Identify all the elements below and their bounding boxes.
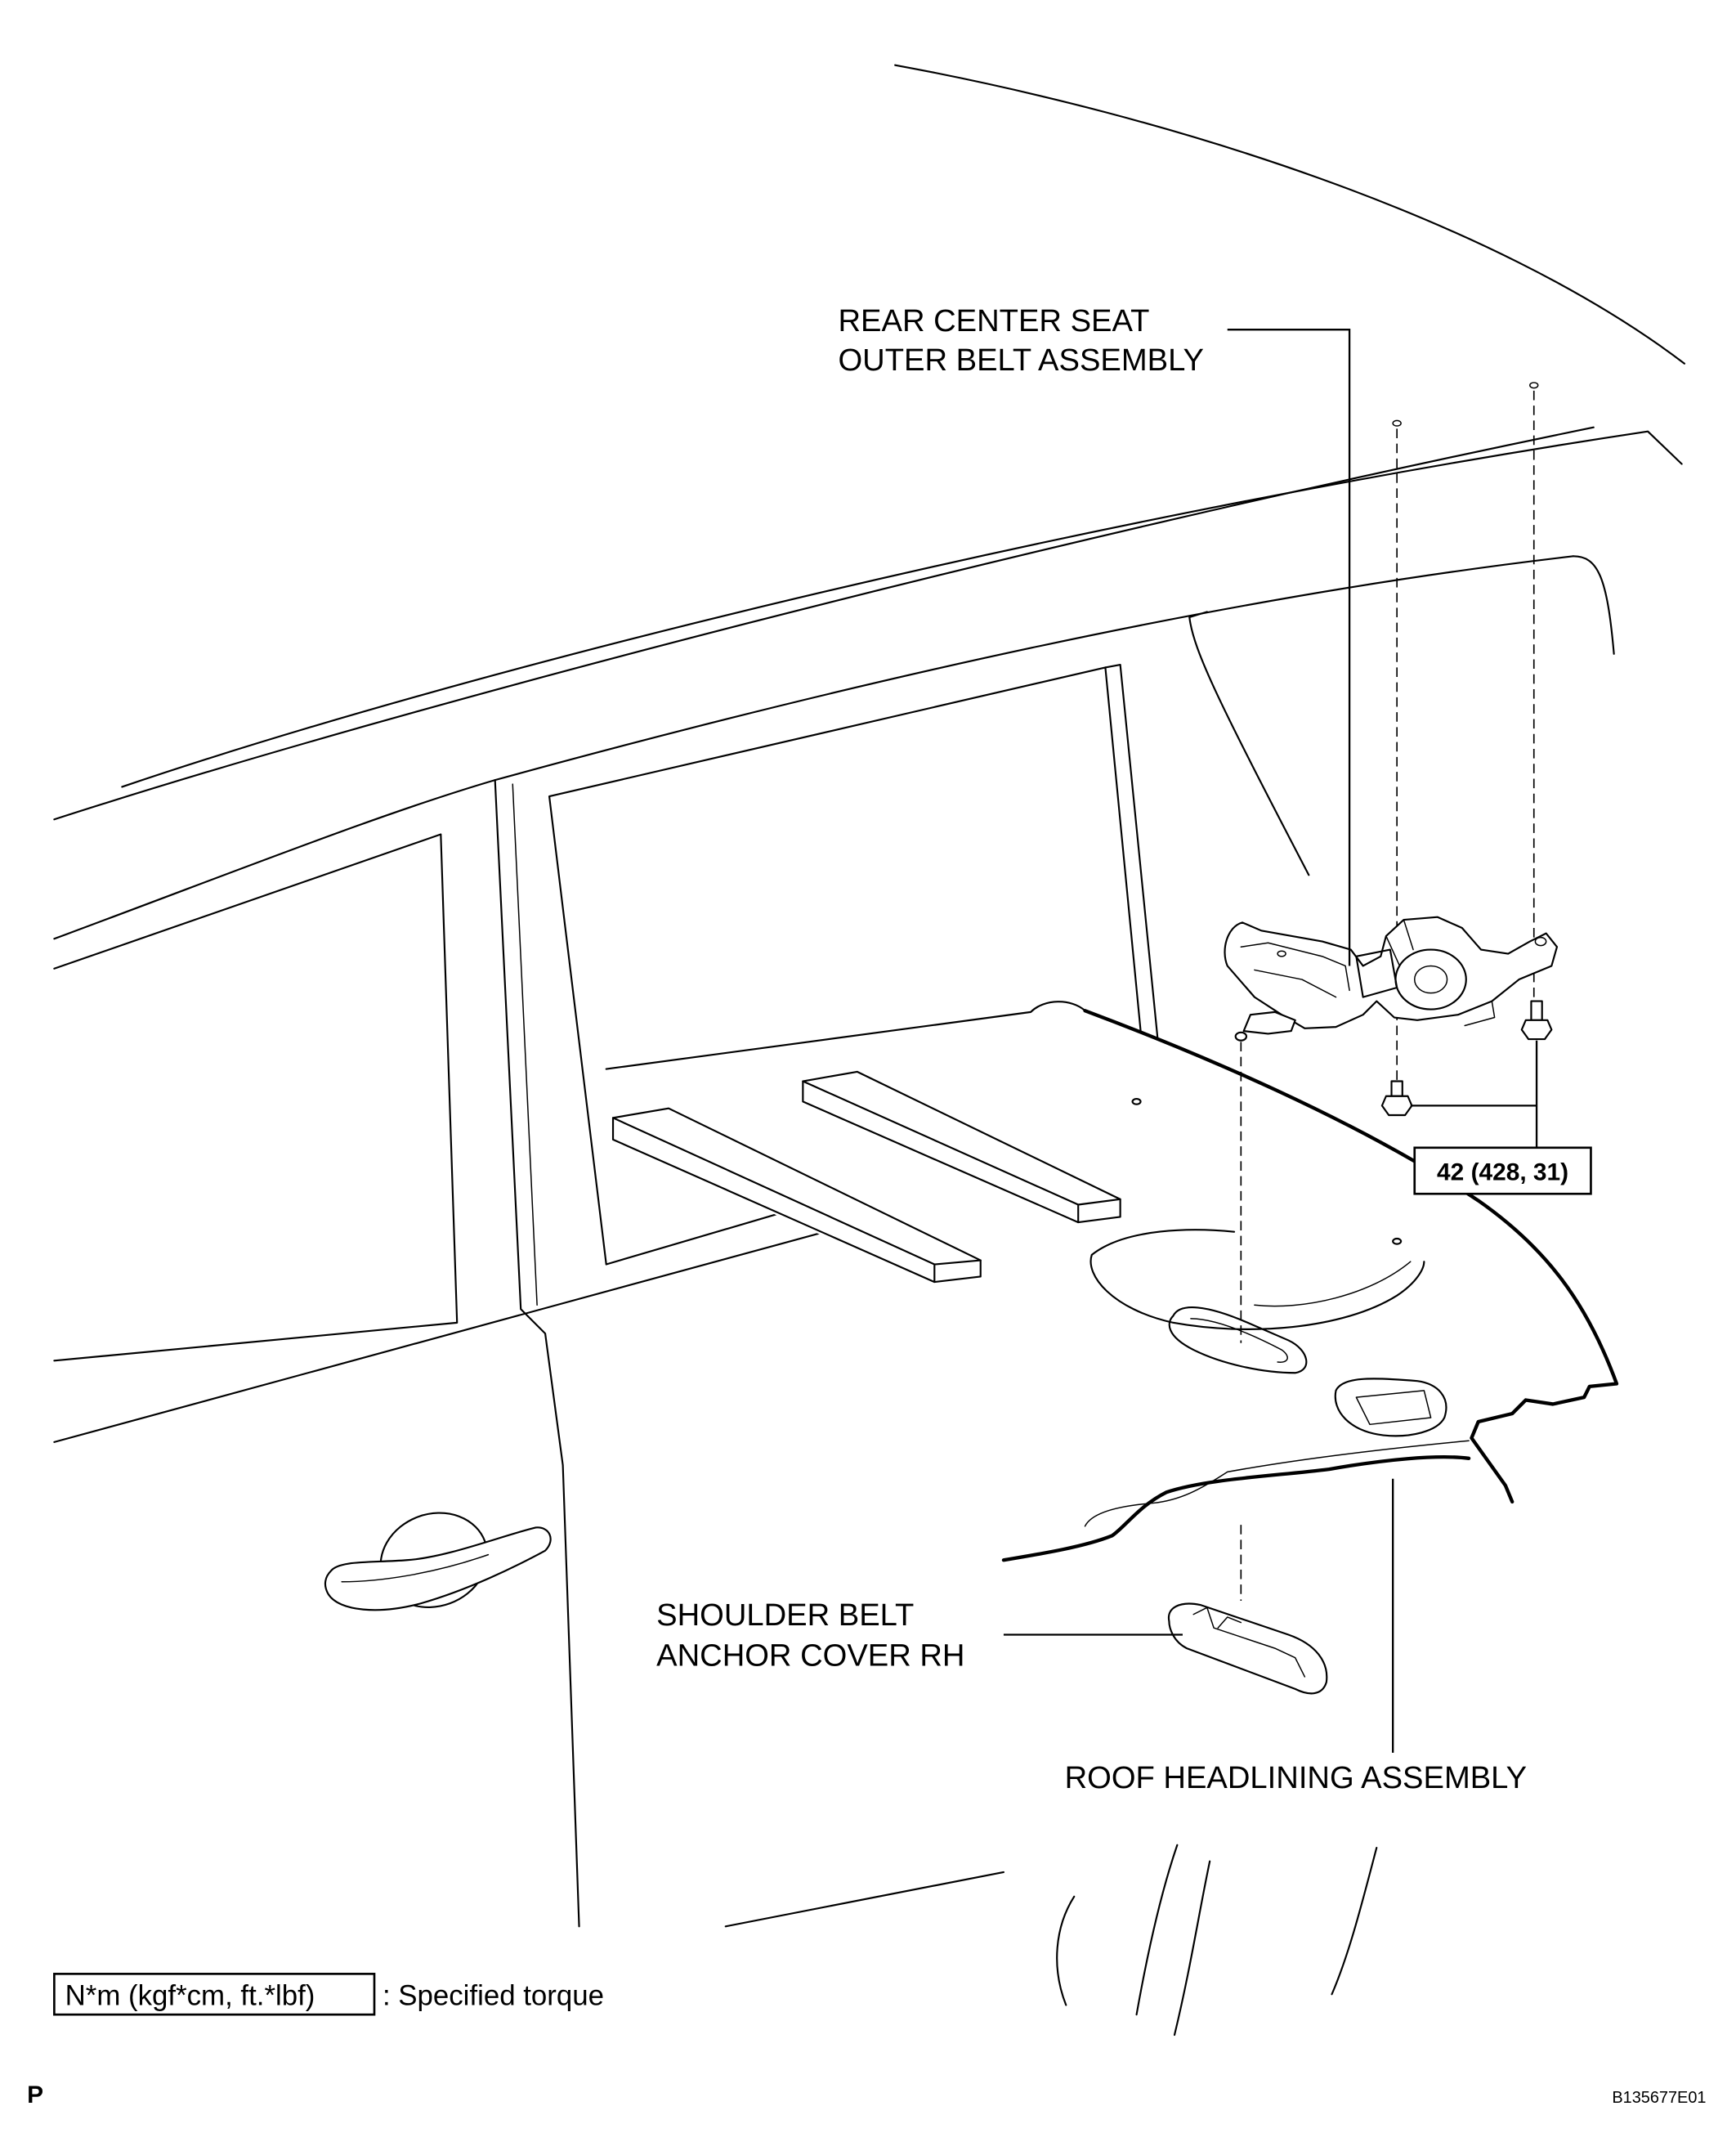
lower-sill-line (724, 1871, 1005, 1928)
retractor-mount-hole (1534, 936, 1547, 947)
label-rear-center-seat-line2: OUTER BELT ASSEMBLY (838, 343, 1203, 378)
seat-belt-retractor (1224, 916, 1559, 1042)
front-door-window (53, 833, 459, 1362)
torque-spec-value: 42 (428, 31) (1437, 1159, 1568, 1186)
room-light-opening (1334, 1378, 1447, 1437)
door-handle-grip (324, 1526, 552, 1611)
center-pillar-inner-edge (512, 783, 538, 1306)
roof-side-inner-edge (53, 555, 1574, 940)
leader-rear-center-seat-belt (1227, 329, 1351, 966)
roof-headlining-panel-inner (1254, 1261, 1412, 1307)
door-handle (324, 1512, 552, 1611)
headlining-clip-hole (1392, 1237, 1403, 1245)
door-handle-grip-edge (341, 1553, 490, 1583)
seat-contour (1173, 1860, 1211, 2037)
bolt-left-shaft (1390, 1080, 1403, 1097)
roof-rail-upper (53, 426, 1595, 821)
roof-headlining-surface (606, 1002, 1617, 1561)
vehicle-body (53, 64, 1686, 2037)
roof-headlining-front-edge (605, 1001, 1086, 1070)
shoulder-belt-anchor-cover (1167, 1602, 1328, 1695)
retractor-bracket (1224, 916, 1559, 1029)
roof-bolt-hole (1392, 419, 1402, 427)
leader-torque-bracket (1410, 1040, 1538, 1148)
torque-legend: N*m (kgf*cm, ft.*lbf) : Specified torque (53, 1973, 604, 2016)
support-block-left-edge (611, 1117, 982, 1284)
bolt-left-head (1380, 1095, 1413, 1117)
assist-grip-recess-inner (1190, 1318, 1288, 1363)
label-rear-center-seat-line1: REAR CENTER SEAT (838, 303, 1149, 338)
roof-headlining-outline (1001, 1009, 1619, 1562)
bolt-right-shaft (1530, 1000, 1543, 1021)
seat-contour (1056, 1895, 1076, 2006)
belt-anchor-tongue (1242, 1010, 1296, 1035)
roof-headlining-lower-contour (1084, 1440, 1470, 1527)
retractor-spool-hub (1413, 965, 1448, 994)
legend-units-frame (53, 1973, 376, 2016)
torque-spec-box: 42 (428, 31) (1413, 1146, 1592, 1195)
support-block-right-body (802, 1070, 1121, 1224)
roof-rail-lower (121, 430, 1683, 788)
roof-bolt-hole (1529, 382, 1539, 389)
quarter-pillar-inner-edge (1104, 664, 1160, 1046)
legend-description: : Specified torque (383, 1980, 604, 2012)
support-block-left-body (611, 1107, 982, 1284)
retractor-lock-housing (1355, 948, 1398, 998)
assist-grip-recess (1168, 1306, 1308, 1374)
room-light-lens (1355, 1390, 1432, 1426)
label-roof-headlining: ROOF HEADLINING ASSEMBLY (1065, 1760, 1527, 1795)
anchor-cover-inner-rib (1192, 1606, 1306, 1678)
retractor-tab (1464, 1000, 1496, 1027)
seat-contour (1135, 1844, 1179, 2016)
support-block-right-edge (802, 1080, 1121, 1224)
belt-webbing (1385, 919, 1414, 967)
rear-pillar-edge (1572, 555, 1615, 655)
legend-units: N*m (kgf*cm, ft.*lbf) (65, 1980, 315, 2012)
bolt-right-head (1520, 1019, 1553, 1041)
rear-seats (1056, 1844, 1378, 2037)
anchor-cover-body (1167, 1602, 1328, 1695)
door-belt-line (53, 1217, 876, 1443)
headlining-clip-hole (1131, 1097, 1142, 1105)
center-pillar-front-edge (494, 779, 580, 1928)
figure-id: B135677E01 (1612, 2089, 1706, 2107)
section-letter: P (27, 2081, 43, 2108)
label-shoulder-belt-line2: ANCHOR COVER RH (656, 1638, 964, 1674)
roof-outer-edge (894, 64, 1686, 365)
torque-spec-frame (1413, 1146, 1592, 1195)
label-shoulder-belt-line1: SHOULDER BELT (656, 1598, 914, 1633)
bolt-right (1520, 1000, 1553, 1041)
bolt-left (1380, 1080, 1413, 1117)
belt-anchor-pin (1234, 1031, 1248, 1042)
roof-headlining-panel-contour (1089, 1229, 1425, 1330)
seat-contour (1331, 1846, 1378, 1996)
support-block-left (611, 1107, 982, 1284)
quarter-window-trim (1188, 611, 1310, 876)
retractor-tray-hole (1277, 950, 1286, 957)
retractor-tray-rim (1240, 942, 1350, 998)
support-block-right (802, 1070, 1121, 1224)
roof-headlining (605, 1001, 1619, 1562)
